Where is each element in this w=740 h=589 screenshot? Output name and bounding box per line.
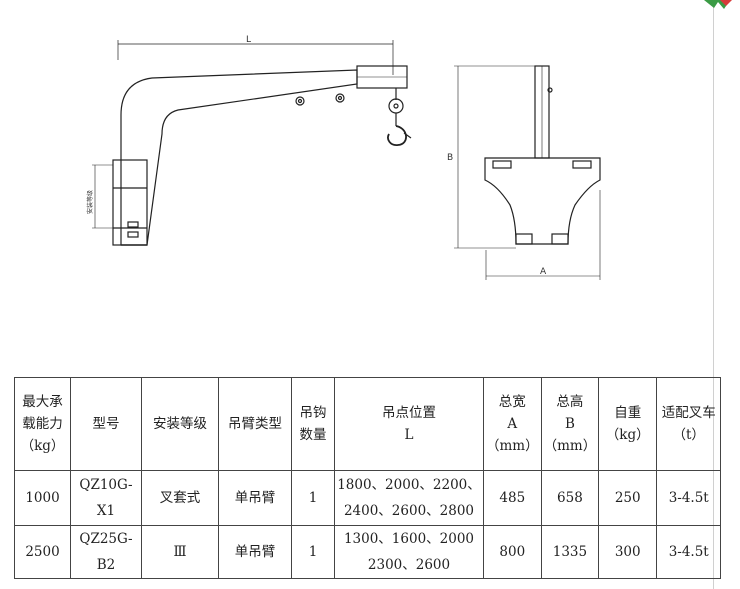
crane-mast — [120, 69, 358, 246]
header-forklift: 适配叉车 （t） — [656, 377, 722, 471]
cell-hook-count: 1 — [291, 525, 335, 579]
cell-hook-count: 1 — [291, 470, 335, 526]
cell-height: 658 — [540, 470, 600, 526]
header-lift-point: 吊点位置 L — [334, 377, 484, 471]
hook-icon — [387, 125, 407, 146]
header-boom-type: 吊臂类型 — [218, 377, 292, 471]
header-weight: 自重 （kg） — [598, 377, 658, 471]
cell-model: QZ25G-B2 — [70, 525, 142, 579]
cell-forklift: 3-4.5t — [656, 525, 722, 579]
header-capacity: 最大承 载能力 （kg） — [14, 377, 71, 471]
cell-weight: 250 — [598, 470, 658, 526]
header-install-class: 安装等级 — [141, 377, 219, 471]
header-model: 型号 — [70, 377, 142, 471]
header-width: 总宽 A （mm） — [483, 377, 542, 471]
hook-pulley — [388, 98, 404, 114]
cell-install-class: 叉套式 — [141, 470, 219, 526]
cell-boom-type: 单吊臂 — [218, 470, 292, 526]
corner-ribbon-icon — [704, 0, 732, 9]
table-row: 1000 QZ10G-X1 叉套式 单吊臂 1 1800、2000、2200、 … — [14, 470, 722, 526]
cell-weight: 300 — [598, 525, 658, 579]
cell-capacity: 2500 — [14, 525, 71, 579]
table-header-row: 最大承 载能力 （kg） 型号 安装等级 吊臂类型 吊钩 数量 吊点位置 L 总… — [14, 377, 722, 471]
dim-L-label: L — [246, 35, 251, 45]
technical-drawing: L 安装等级 B A — [86, 35, 601, 280]
cell-forklift: 3-4.5t — [656, 470, 722, 526]
table-row: 2500 QZ25G-B2 Ⅲ 单吊臂 1 1300、1600、2000 230… — [14, 525, 722, 579]
side-carriage — [484, 157, 601, 245]
cell-install-class: Ⅲ — [141, 525, 219, 579]
cell-boom-type: 单吊臂 — [218, 525, 292, 579]
cell-lift-point: 1800、2000、2200、 2400、2600、2800 — [334, 470, 484, 526]
cell-width: 800 — [483, 525, 542, 579]
mount-height-label: 安装等级 — [86, 190, 94, 214]
page-divider — [713, 0, 714, 589]
cell-model: QZ10G-X1 — [70, 470, 142, 526]
dim-A-label: A — [540, 267, 547, 277]
header-hook-count: 吊钩 数量 — [291, 377, 335, 471]
cell-height: 1335 — [540, 525, 600, 579]
dim-B-label: B — [447, 153, 453, 163]
cell-width: 485 — [483, 470, 542, 526]
spec-table: 最大承 载能力 （kg） 型号 安装等级 吊臂类型 吊钩 数量 吊点位置 L 总… — [14, 377, 722, 579]
header-height: 总高 B （mm） — [540, 377, 600, 471]
cell-lift-point: 1300、1600、2000 2300、2600 — [334, 525, 484, 579]
cell-capacity: 1000 — [14, 470, 71, 526]
